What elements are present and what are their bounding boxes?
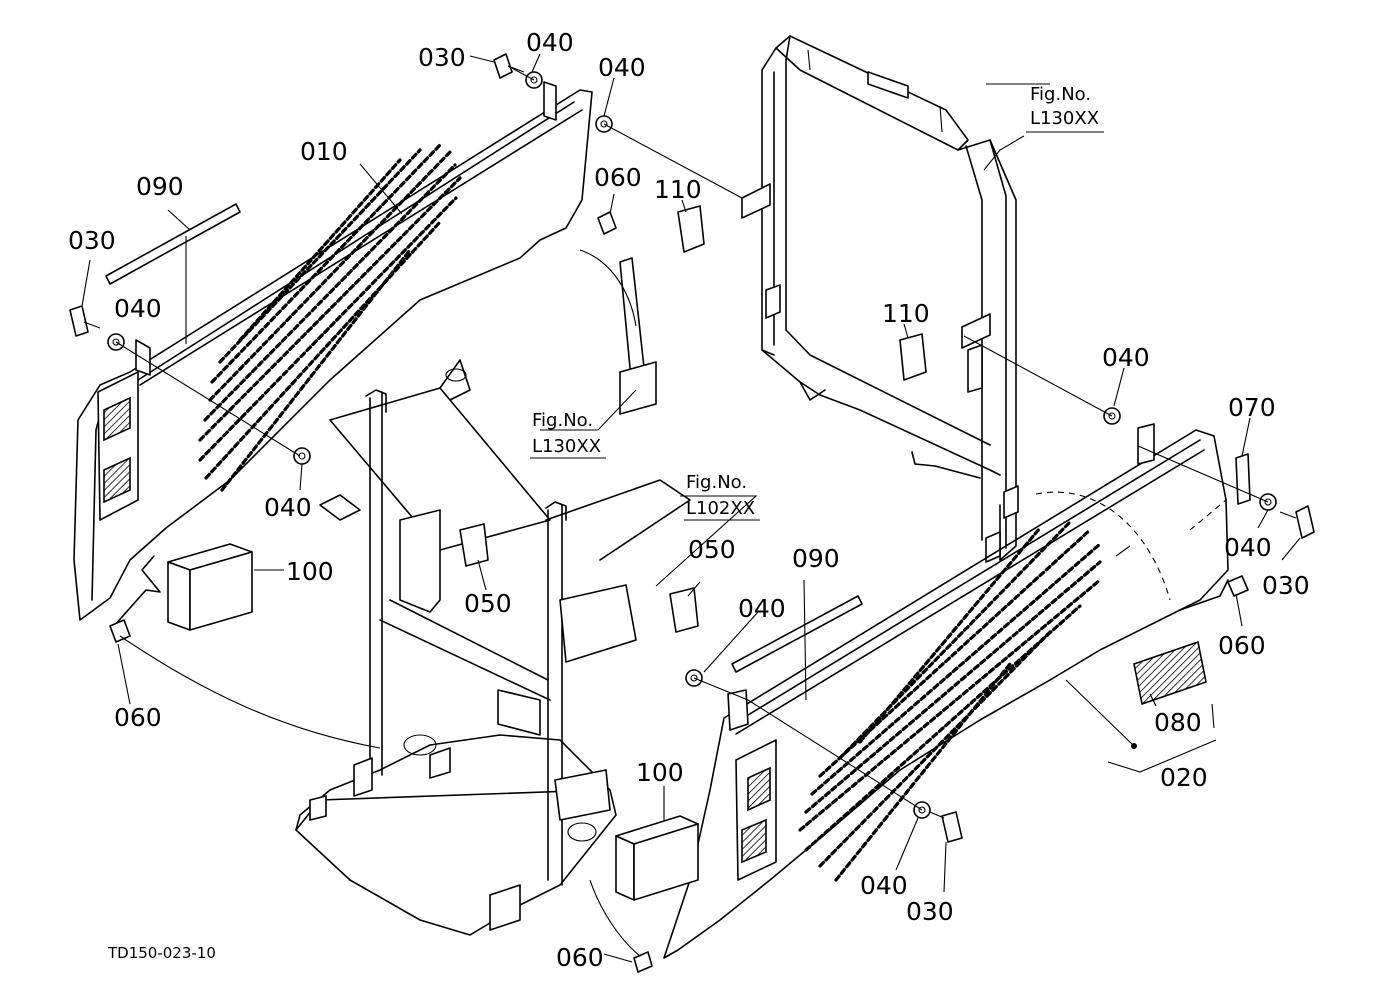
diagram-code: TD150-023-10 bbox=[107, 944, 216, 962]
assembly-lines bbox=[115, 65, 1269, 957]
callout-030-top: 030 bbox=[418, 43, 466, 72]
callout-030-bottom: 030 bbox=[906, 897, 954, 926]
callout-leaders bbox=[81, 53, 1301, 963]
svg-text:L130XX: L130XX bbox=[1030, 108, 1099, 129]
callout-030-left: 030 bbox=[68, 226, 116, 255]
callout-050-right: 050 bbox=[688, 535, 736, 564]
svg-text:Fig.No.: Fig.No. bbox=[686, 472, 747, 493]
callout-060-right: 060 bbox=[1218, 631, 1266, 660]
side-panel-010 bbox=[73, 81, 593, 627]
rops-frame bbox=[741, 35, 1019, 563]
callout-040-left: 040 bbox=[114, 294, 162, 323]
callout-060-left: 060 bbox=[114, 703, 162, 732]
figure-reference-l102xx: Fig.No. L102XX bbox=[684, 472, 760, 521]
figure-reference-l130xx-mid: Fig.No. L130XX bbox=[530, 410, 606, 459]
callout-060-bottom: 060 bbox=[556, 943, 604, 972]
callout-020: 020 bbox=[1160, 763, 1208, 792]
callout-080: 080 bbox=[1154, 708, 1202, 737]
callout-110-mid: 110 bbox=[882, 299, 930, 328]
callout-040-top2: 040 bbox=[598, 53, 646, 82]
callout-090-left: 090 bbox=[136, 172, 184, 201]
callout-040-mid: 040 bbox=[264, 493, 312, 522]
callout-060-top: 060 bbox=[594, 163, 642, 192]
callout-labels: 010 090 030 040 030 040 040 060 110 110 … bbox=[68, 28, 1310, 972]
callout-090-right: 090 bbox=[792, 544, 840, 573]
svg-text:Fig.No.: Fig.No. bbox=[532, 410, 593, 431]
callout-030-right: 030 bbox=[1262, 571, 1310, 600]
svg-text:Fig.No.: Fig.No. bbox=[1030, 84, 1091, 105]
callout-050-left: 050 bbox=[464, 589, 512, 618]
cab-support-frame bbox=[295, 359, 691, 936]
parts-small bbox=[69, 53, 1315, 973]
callout-070: 070 bbox=[1228, 393, 1276, 422]
callout-040-right-top: 040 bbox=[1102, 343, 1150, 372]
callout-040-bottom: 040 bbox=[860, 871, 908, 900]
callout-110-top: 110 bbox=[654, 175, 702, 204]
figure-reference-l130xx-top: Fig.No. L130XX bbox=[1026, 84, 1104, 133]
callout-040-right: 040 bbox=[1224, 533, 1272, 562]
callout-100-right: 100 bbox=[636, 758, 684, 787]
callout-100-left: 100 bbox=[286, 557, 334, 586]
svg-text:L102XX: L102XX bbox=[686, 498, 755, 519]
callout-040-top: 040 bbox=[526, 28, 574, 57]
svg-text:L130XX: L130XX bbox=[532, 436, 601, 457]
callout-040-center: 040 bbox=[738, 594, 786, 623]
callout-010: 010 bbox=[300, 137, 348, 166]
